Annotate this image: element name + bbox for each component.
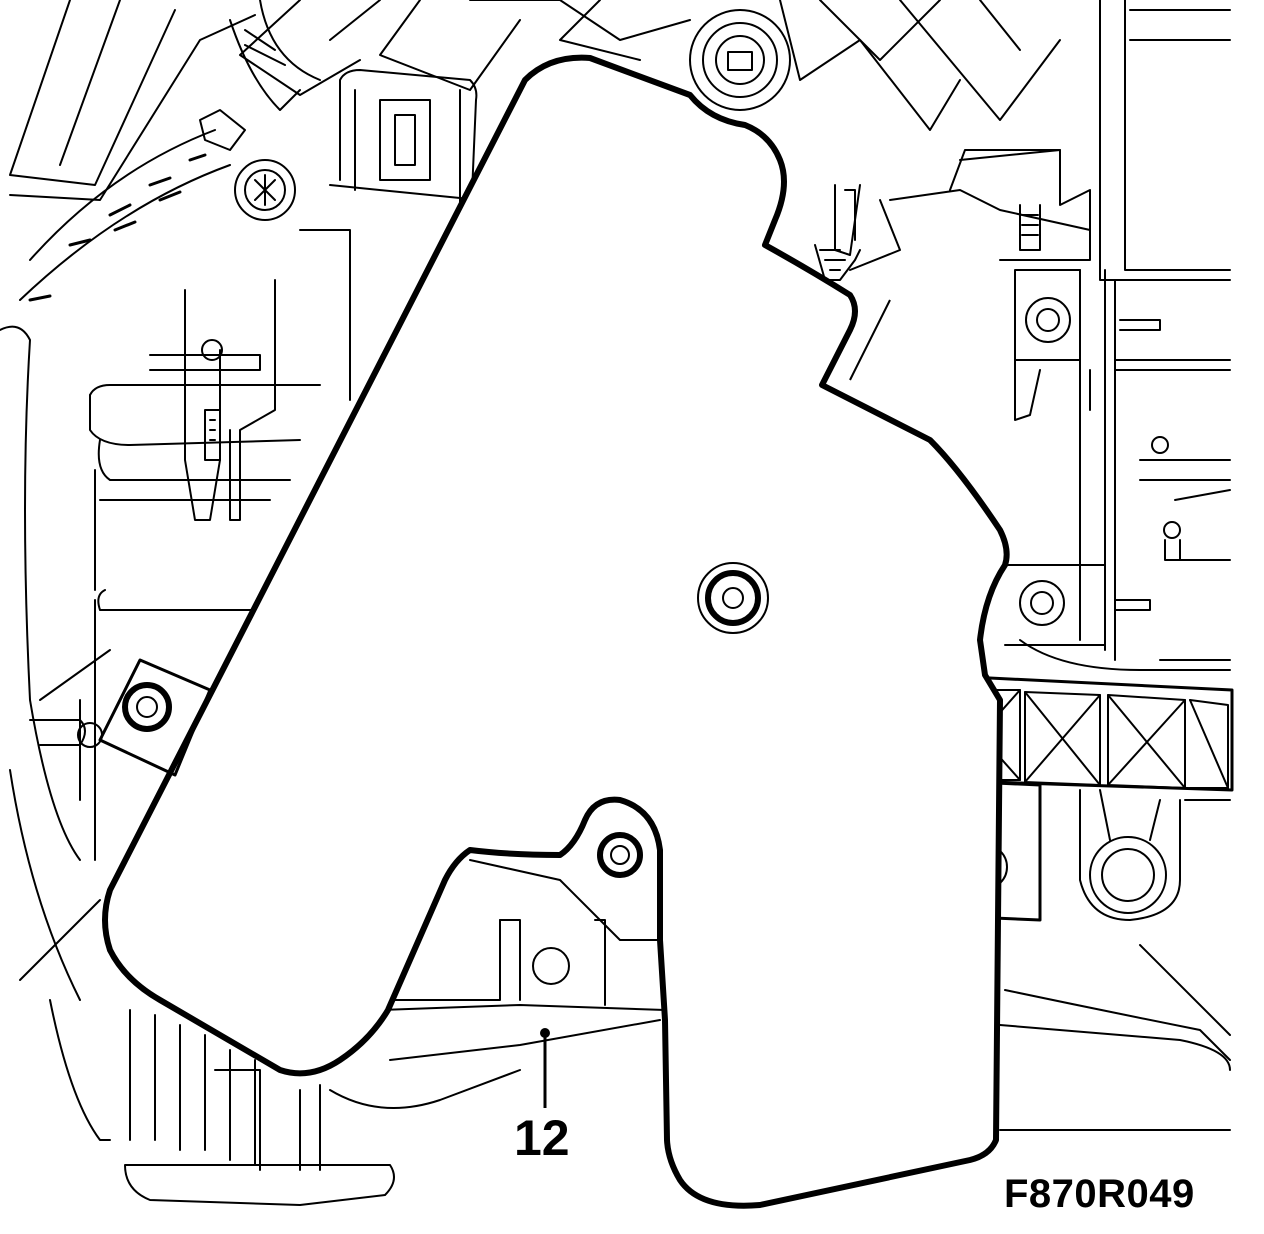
callout-label-12: 12 (514, 1110, 570, 1166)
figure-code: F870R049 (1004, 1172, 1195, 1216)
cover-panel (98, 54, 1010, 1209)
callout-leader (540, 1028, 550, 1108)
